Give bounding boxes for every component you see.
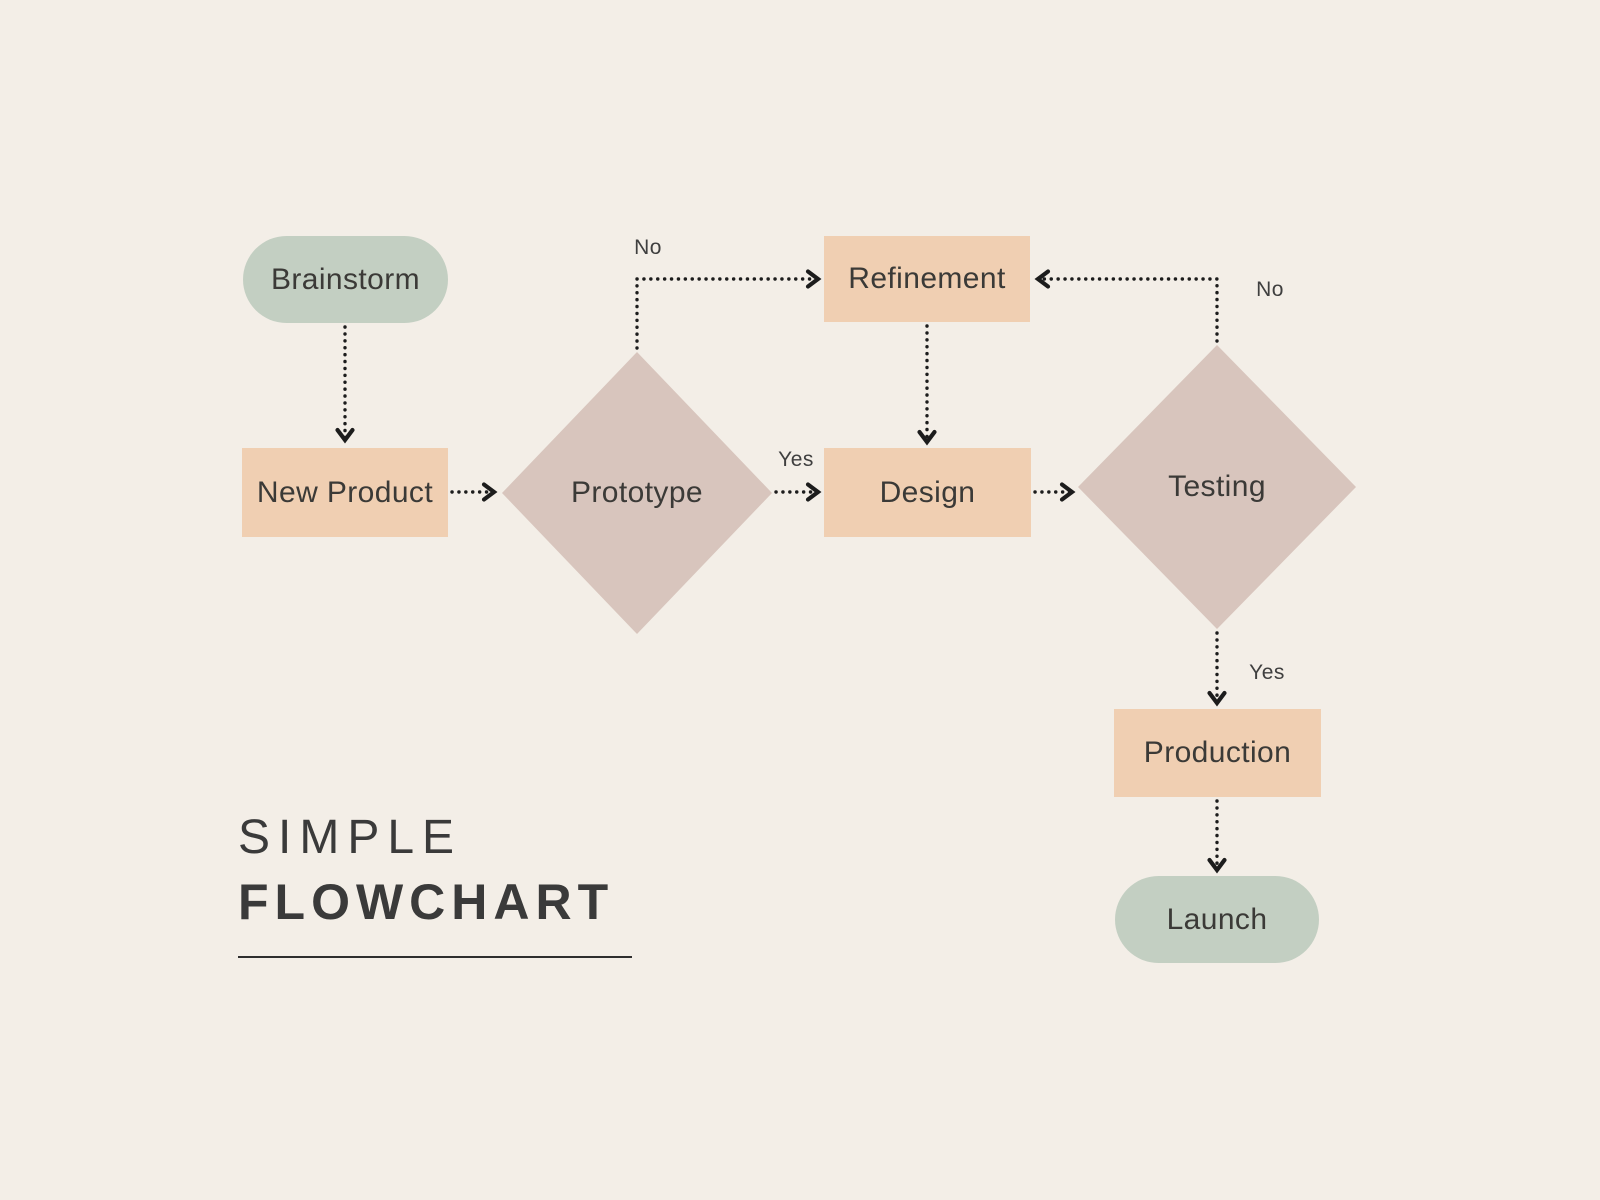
node-production-label: Production: [1143, 736, 1292, 769]
node-brainstorm: Brainstorm: [243, 236, 448, 323]
node-production: Production: [1114, 709, 1321, 797]
node-launch: Launch: [1115, 876, 1319, 963]
edge-prototype-to-refinement: [635, 269, 822, 350]
node-prototype-label: Prototype: [570, 476, 703, 509]
edge-label-prototype-yes: Yes: [778, 448, 814, 471]
edge-testing-to-refinement: [1034, 269, 1219, 343]
node-refinement-label: Refinement: [848, 262, 1006, 295]
node-design: Design: [824, 448, 1031, 537]
node-brainstorm-label: Brainstorm: [270, 262, 421, 296]
edge-label-testing-no: No: [1256, 278, 1284, 301]
chart-title-line1: SIMPLE: [238, 811, 463, 864]
chart-title-line2: FLOWCHART: [238, 874, 615, 930]
node-launch-label: Launch: [1166, 902, 1268, 936]
node-refinement: Refinement: [824, 236, 1030, 322]
chart-title: SIMPLE FLOWCHART: [238, 810, 632, 958]
edge-label-testing-yes: Yes: [1249, 661, 1285, 684]
node-new-product-label: New Product: [256, 475, 434, 509]
node-design-label: Design: [879, 475, 976, 509]
node-new-product: New Product: [242, 448, 448, 537]
title-underline: [238, 956, 632, 958]
node-testing-label: Testing: [1168, 470, 1266, 503]
edge-label-prototype-no: No: [634, 236, 662, 259]
